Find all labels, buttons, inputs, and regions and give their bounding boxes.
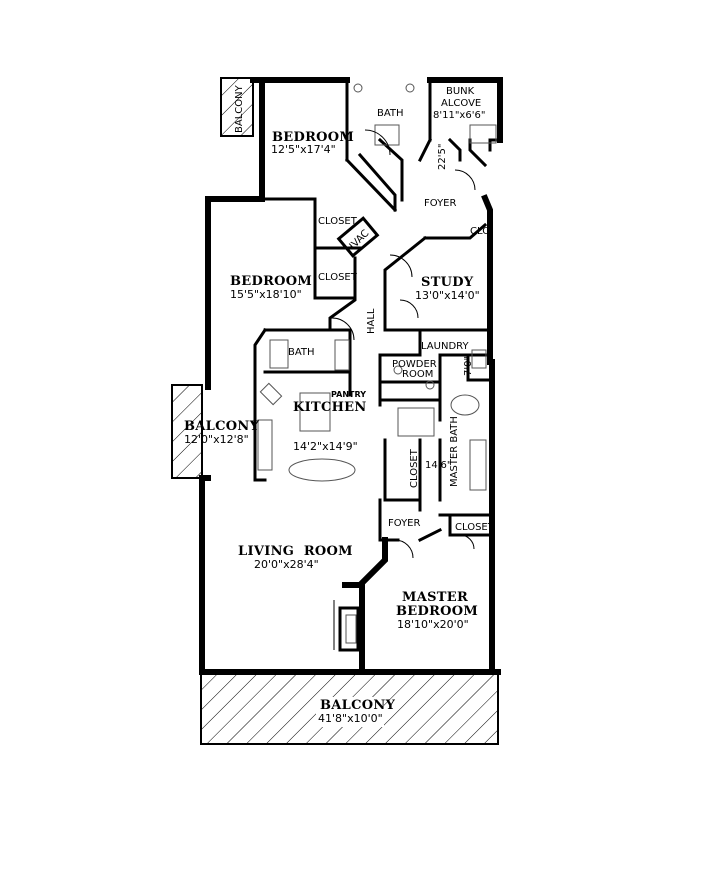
laundry-dim: 7'0" [463, 356, 474, 376]
bunk-alcove-label-2: ALCOVE [441, 98, 481, 109]
fixtures [257, 83, 497, 650]
powder-room-label-1: POWDER [392, 359, 437, 370]
bedroom-1-size: 12'5"x17'4" [271, 143, 336, 156]
balcony-top-left [220, 77, 254, 137]
kitchen-size: 14'2"x14'9" [293, 440, 358, 453]
study-size: 13'0"x14'0" [415, 289, 480, 302]
balcony-side [171, 384, 203, 479]
closet-a-label: CLOSET [318, 216, 358, 227]
laundry-label: LAUNDRY [421, 341, 469, 352]
living-room-label: LIVING ROOM [238, 544, 353, 559]
study-label: STUDY [421, 275, 474, 290]
clo-label: CLO [470, 226, 490, 237]
master-bath-label: MASTER BATH [449, 416, 460, 487]
interior-walls [253, 80, 502, 675]
foyer-2-label: FOYER [388, 518, 421, 529]
closet-master-label: CLOSET [409, 448, 420, 488]
living-room-size: 20'0"x28'4" [254, 558, 319, 571]
master-bedroom-label-2: BEDROOM [396, 604, 478, 619]
closet-c-label: CLOSET [455, 522, 495, 533]
bunk-alcove-label-1: BUNK [446, 86, 475, 97]
balcony-main-label: BALCONY [320, 698, 396, 713]
master-bedroom-size: 18'10"x20'0" [397, 618, 469, 631]
balcony-side-size: 12'0"x12'8" [184, 433, 249, 446]
kitchen-label: KITCHEN [293, 400, 367, 415]
bedroom-1-label: BEDROOM [272, 130, 354, 145]
hall-label: HALL [366, 308, 377, 334]
closet-b-label: CLOSET [318, 272, 358, 283]
balcony-side-label: BALCONY [184, 419, 260, 434]
bedroom-2-label: BEDROOM [230, 274, 312, 289]
balcony-top-label: BALCONY [234, 84, 245, 133]
bunk-alcove-size: 8'11"x6'6" [433, 110, 485, 121]
powder-room-label-2: ROOM [402, 369, 433, 380]
bath-1-label: BATH [377, 108, 404, 119]
pantry-label: PANTRY [331, 390, 366, 399]
foyer-1-label: FOYER [424, 198, 457, 209]
master-bedroom-label-1: MASTER [402, 590, 468, 605]
bath-2-label: BATH [288, 347, 315, 358]
bedroom-2-size: 15'5"x18'10" [230, 288, 302, 301]
closet-master-dim: 14'6" [425, 460, 451, 471]
foyer-1-dim: 22'5" [437, 144, 448, 170]
balcony-main-size: 41'8"x10'0" [318, 712, 383, 725]
